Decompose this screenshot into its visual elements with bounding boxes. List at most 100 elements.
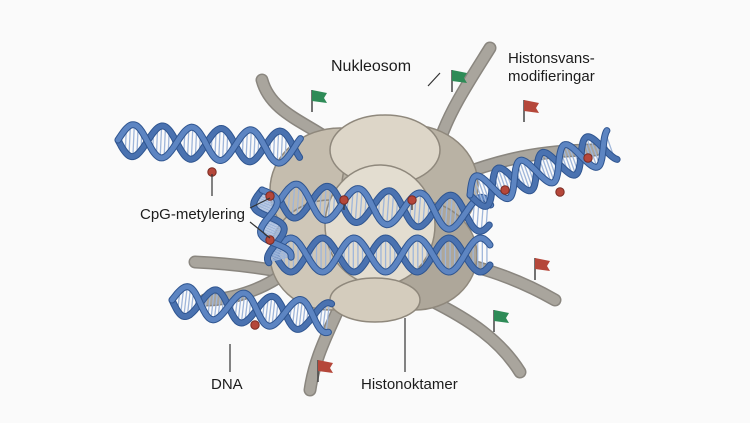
dna-backbone	[277, 183, 492, 234]
base-pair	[260, 225, 284, 233]
cpg-methyl-mark	[339, 195, 349, 205]
base-pair	[267, 253, 292, 262]
base-pair	[210, 289, 215, 320]
label-histone-tail-modifications: Histonsvans- modifieringar	[508, 50, 595, 85]
base-pair	[564, 144, 577, 175]
markers	[207, 70, 593, 382]
base-pair	[159, 125, 163, 158]
base-pair	[183, 286, 188, 317]
flag-cloth	[524, 100, 539, 113]
base-pair	[268, 255, 292, 263]
cpg-methyl-mark	[555, 187, 565, 197]
label-cpg-methylation: CpG-metylering	[140, 206, 246, 223]
histone-tail	[435, 43, 495, 145]
base-pair	[354, 188, 359, 223]
base-pair	[449, 195, 453, 230]
dna-backbone	[115, 122, 303, 166]
base-pair	[245, 130, 249, 161]
dna-helix-segment	[466, 127, 621, 210]
base-pair	[237, 293, 242, 322]
dna-helix-segment	[114, 121, 304, 167]
cpg-methyl-mark	[500, 185, 510, 195]
base-pair	[254, 201, 278, 209]
flag-icon	[493, 310, 509, 332]
flag-cloth	[452, 70, 467, 83]
flag-icon	[523, 100, 539, 122]
base-pair	[213, 290, 219, 320]
base-pair	[163, 126, 167, 158]
base-pair	[267, 252, 291, 260]
flag-icon	[317, 360, 333, 382]
base-pair	[322, 303, 327, 332]
base-pair	[476, 175, 489, 206]
flag-icon	[311, 90, 327, 112]
cpg-methyl-mark	[407, 195, 417, 205]
base-pair	[186, 127, 190, 159]
label-histone-octamer: Histonoktamer	[361, 376, 458, 393]
base-pair	[473, 177, 485, 207]
base-pair	[190, 127, 194, 160]
cpg-methyl-mark	[250, 320, 260, 330]
base-pair	[271, 297, 276, 326]
flag-icon	[451, 70, 467, 92]
dna-backbone	[272, 235, 493, 275]
base-pair	[291, 184, 296, 218]
dna-strands	[114, 121, 621, 337]
label-nucleosome: Nukleosom	[331, 58, 412, 75]
base-pair	[186, 287, 192, 317]
dna-backbone	[251, 187, 287, 266]
base-pair	[386, 190, 390, 225]
dna-helix-segment	[168, 283, 336, 337]
base-pair	[221, 129, 225, 161]
flag-cloth	[535, 258, 550, 271]
base-pair	[327, 187, 332, 220]
base-pair	[267, 296, 273, 327]
flag-cloth	[318, 360, 333, 373]
flag-cloth	[312, 90, 327, 103]
dna-helix-segment	[250, 186, 295, 267]
dna-backbone	[277, 181, 494, 232]
leader-line	[427, 72, 441, 87]
base-pair	[325, 302, 331, 333]
base-pair	[518, 160, 531, 191]
base-pair	[298, 299, 303, 330]
base-pair	[444, 195, 449, 228]
cpg-methyl-mark	[265, 235, 275, 245]
dna-helix-segment	[271, 234, 494, 276]
base-pair	[128, 125, 132, 156]
flag-cloth	[494, 310, 509, 323]
base-pair	[260, 226, 285, 235]
base-pair	[276, 131, 280, 163]
dna-backbone	[272, 235, 493, 275]
histone-subunit	[329, 277, 421, 323]
cpg-methyl-mark	[583, 153, 593, 163]
leader-line	[249, 221, 271, 239]
base-pair	[249, 129, 252, 162]
base-pair	[585, 136, 598, 168]
dna-helix-segment	[276, 180, 495, 235]
cpg-methyl-mark	[265, 191, 275, 201]
base-pair	[132, 124, 135, 157]
dna-backbone	[169, 284, 331, 336]
dna-backbone	[467, 128, 610, 202]
leader-line	[249, 197, 271, 209]
base-pair	[280, 131, 284, 163]
base-pair	[294, 299, 300, 329]
label-dna: DNA	[211, 376, 243, 393]
base-pair	[253, 199, 278, 208]
base-pair	[381, 192, 386, 223]
base-pair	[417, 192, 422, 227]
leader-lines	[211, 72, 441, 372]
base-pair	[540, 153, 552, 184]
dna-backbone	[258, 187, 294, 260]
base-pair	[359, 190, 363, 222]
flag-icon	[534, 258, 550, 280]
base-pair	[240, 293, 246, 324]
base-pair	[296, 184, 300, 218]
base-pair	[390, 192, 395, 224]
base-pair	[218, 128, 221, 161]
base-pair	[323, 186, 327, 221]
histone-tail	[425, 295, 525, 377]
